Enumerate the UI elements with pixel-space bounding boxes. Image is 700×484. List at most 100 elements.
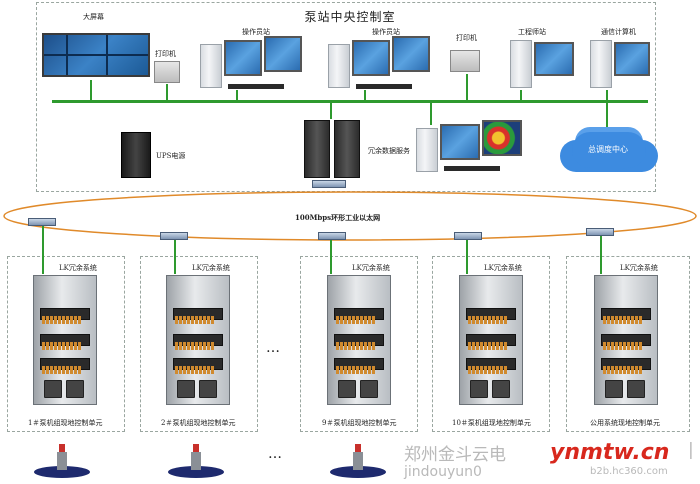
bus-drop-engineer (520, 90, 522, 100)
field-unit-public-rack-3 (601, 358, 651, 374)
field-unit-2-boundary (140, 256, 258, 432)
bus-drop-printer-right (466, 74, 468, 100)
bus-drop-server (330, 103, 332, 119)
field-unit-9-boundary (300, 256, 418, 432)
field-unit-10-link (466, 240, 468, 274)
redundant-pc-keyboard (444, 166, 500, 171)
pump-1 (34, 444, 90, 478)
bus-drop-operator-1 (236, 90, 238, 100)
ring-switch-5 (586, 228, 614, 236)
ups-cabinet (121, 132, 151, 178)
pump-9-top (355, 444, 361, 452)
big-screen-grid (44, 35, 148, 75)
field-unit-public-boundary (566, 256, 690, 432)
field-unit-1-boundary (7, 256, 125, 432)
ring-ellipse (3, 191, 697, 241)
operator-station-2-keyboard (356, 84, 412, 89)
field-unit-10-fan-b (492, 380, 510, 398)
field-unit-9-fan-a (338, 380, 356, 398)
control-room-title: 泵站中央控制室 (304, 10, 396, 24)
printer-left-label: 打印机 (155, 50, 176, 58)
server-b (334, 120, 360, 178)
field-unit-public-fan-b (627, 380, 645, 398)
field-unit-10-rack-2 (466, 334, 516, 350)
field-unit-public-fan-a (605, 380, 623, 398)
field-unit-1-rack-3 (40, 358, 90, 374)
ring-switch-1 (28, 218, 56, 226)
pump-9 (330, 444, 386, 478)
field-unit-9-rack-3 (334, 358, 384, 374)
dispatch-center-cloud (572, 132, 646, 168)
field-unit-2-fan-a (177, 380, 195, 398)
field-unit-10-boundary (432, 256, 550, 432)
redundant-pc-monitor-a (440, 124, 480, 160)
printer-right-label: 打印机 (456, 34, 477, 42)
field-unit-2-system: LK冗余系统 (192, 264, 230, 272)
field-unit-1-link (42, 226, 44, 274)
field-unit-public-name: 公用系统现地控制单元 (590, 419, 660, 427)
comm-computer-monitor (614, 42, 650, 76)
printer-left (154, 61, 180, 83)
server-switch (312, 180, 346, 188)
operator-station-1-tower (200, 44, 222, 88)
watermark-site-logo: ynmtw.cn (550, 440, 670, 465)
watermark-bar: | (688, 440, 694, 460)
field-unit-2-link (174, 240, 176, 274)
operator-station-1-monitor-b (264, 36, 302, 72)
field-unit-9-rack-2 (334, 334, 384, 350)
field-unit-2-fan-b (199, 380, 217, 398)
ellipsis-pumps: … (268, 446, 282, 462)
field-unit-10-system: LK冗余系统 (484, 264, 522, 272)
pump-2-body (191, 452, 201, 470)
pump-1-base (34, 466, 90, 478)
watermark-company: 郑州金斗云电 (404, 445, 506, 465)
operator-station-1-label: 操作员站 (242, 28, 270, 36)
pump-1-body (57, 452, 67, 470)
redundant-pc-monitor-b (482, 120, 522, 156)
operator-station-2-monitor-a (352, 40, 390, 76)
pump-2 (168, 444, 224, 478)
field-unit-2-name: 2＃泵机组现地控制单元 (161, 419, 236, 427)
pump-9-base (330, 466, 386, 478)
ring-switch-2 (160, 232, 188, 240)
comm-computer-label: 通信计算机 (601, 28, 636, 36)
ups-label: UPS电源 (156, 152, 186, 160)
field-unit-9-fan-b (360, 380, 378, 398)
server-a (304, 120, 330, 178)
bus-drop-redundant-pc (430, 103, 432, 125)
field-unit-10-rack-1 (466, 308, 516, 324)
engineer-station-label: 工程师站 (518, 28, 546, 36)
redundant-pc-tower (416, 128, 438, 172)
field-unit-1-name: 1＃泵机组现地控制单元 (28, 419, 103, 427)
bus-drop-comm (606, 90, 608, 100)
field-unit-1-fan-a (44, 380, 62, 398)
field-unit-10-fan-a (470, 380, 488, 398)
field-unit-9-link (330, 240, 332, 274)
field-unit-9-rack-1 (334, 308, 384, 324)
link-comm-to-dispatch (606, 103, 608, 131)
ring-network-label: 100Mbps环形工业以太网 (295, 213, 381, 222)
field-unit-2-rack-3 (173, 358, 223, 374)
operator-station-2-label: 操作员站 (372, 28, 400, 36)
dispatch-center-label: 总调度中心 (588, 145, 628, 154)
field-unit-public-rack-1 (601, 308, 651, 324)
engineer-station-monitor (534, 42, 574, 76)
field-unit-10-name: 10＃泵机组现地控制单元 (452, 419, 531, 427)
bus-drop-printer-left (166, 84, 168, 100)
field-unit-public-rack-2 (601, 334, 651, 350)
ring-switch-3 (318, 232, 346, 240)
field-unit-10-rack-3 (466, 358, 516, 374)
watermark-url-right: b2b.hc360.com (590, 466, 668, 477)
control-bus-line (52, 100, 648, 103)
operator-station-2-monitor-b (392, 36, 430, 72)
big-screen-label: 大屏幕 (83, 13, 104, 21)
printer-right (450, 50, 480, 72)
ring-switch-4 (454, 232, 482, 240)
operator-station-2-tower (328, 44, 350, 88)
field-unit-1-fan-b (66, 380, 84, 398)
comm-computer-tower (590, 40, 612, 88)
operator-station-1-monitor-a (224, 40, 262, 76)
pump-1-top (59, 444, 65, 452)
pump-2-base (168, 466, 224, 478)
field-unit-9-name: 9＃泵机组现地控制单元 (322, 419, 397, 427)
